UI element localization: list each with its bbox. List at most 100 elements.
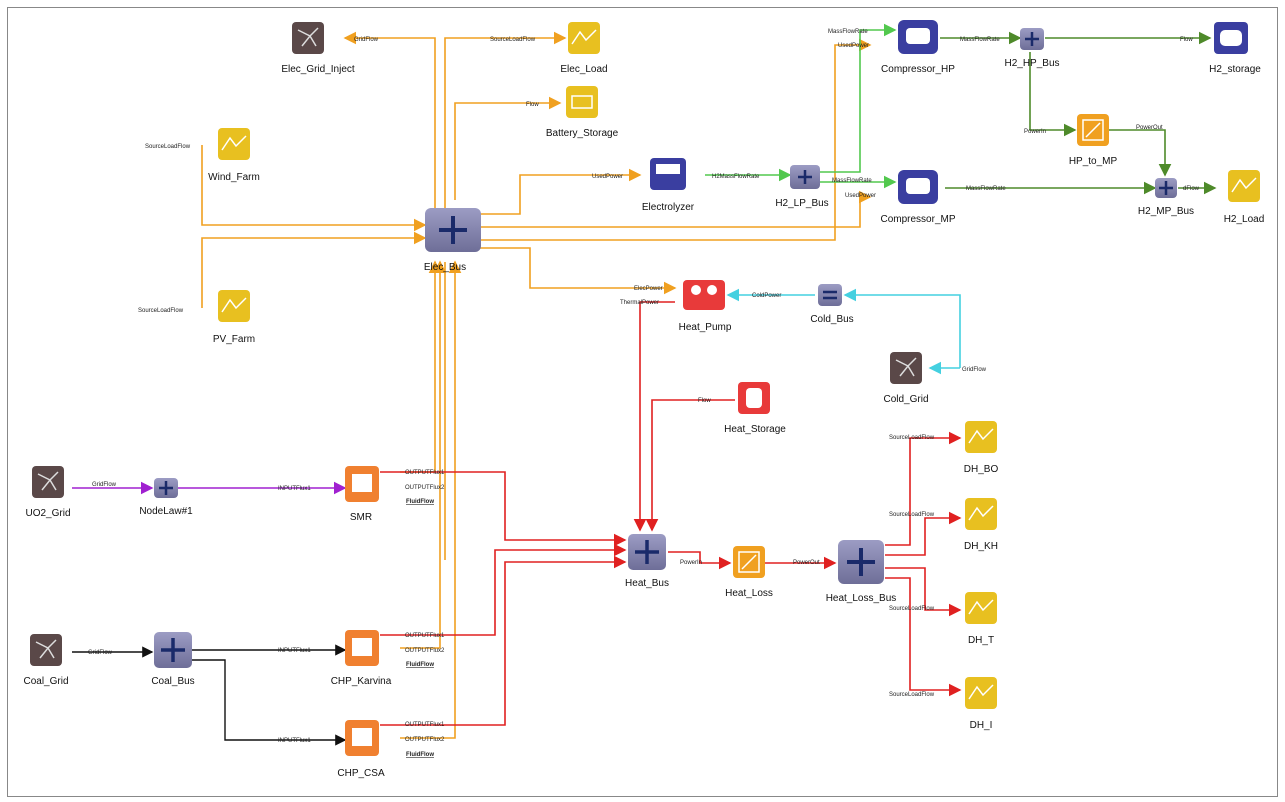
- port-usedpower-2: UsedPower: [838, 43, 869, 49]
- port-flow-2: Flow: [1180, 37, 1193, 43]
- node-label: SMR: [350, 512, 372, 523]
- compressor-hp-node[interactable]: Compressor_HP: [881, 20, 955, 75]
- heat-loss-node[interactable]: Heat_Loss: [725, 546, 773, 599]
- elec-load-node[interactable]: Elec_Load: [560, 22, 608, 75]
- port-fluid-smr: FluidFlow: [406, 499, 434, 505]
- node-label: Cold_Grid: [883, 394, 928, 405]
- uo2-grid-node[interactable]: UO2_Grid: [25, 466, 71, 519]
- node-label: Battery_Storage: [546, 128, 619, 139]
- heat-pump-node[interactable]: Heat_Pump: [679, 280, 732, 333]
- port-gridflow-1: GridFlow: [354, 37, 379, 43]
- elec-bus-node[interactable]: Elec_Bus: [424, 208, 481, 273]
- node-label: Heat_Bus: [625, 578, 669, 589]
- node-label: Compressor_HP: [881, 64, 955, 75]
- heat-bus-node[interactable]: Heat_Bus: [625, 534, 669, 589]
- edge-coalbus-csa[interactable]: [192, 659, 347, 746]
- heat-pump-icon: [683, 280, 725, 310]
- edge-elec-load[interactable]: [444, 31, 567, 230]
- node-label: Coal_Bus: [151, 676, 194, 687]
- wind-farm-node[interactable]: Wind_Farm: [208, 128, 260, 183]
- cold-grid-node[interactable]: Cold_Grid: [883, 352, 929, 405]
- port-sl-dhkh: SourceLoadFlow: [889, 512, 935, 518]
- chp-karvina-node[interactable]: CHP_Karvina: [331, 630, 392, 687]
- heat-storage-node[interactable]: Heat_Storage: [724, 382, 786, 435]
- edge-lossbus-dht[interactable]: [885, 567, 962, 617]
- edge-pv[interactable]: [201, 231, 427, 308]
- h2-hp-bus-node[interactable]: H2_HP_Bus: [1004, 28, 1060, 69]
- port-inputflux-smr: INPUTFlux1: [278, 486, 311, 492]
- h2-load-node[interactable]: H2_Load: [1224, 170, 1265, 225]
- chp-csa-node[interactable]: CHP_CSA: [337, 720, 385, 779]
- port-gridflow-cold: GridFlow: [962, 367, 987, 373]
- elec-grid-inject-node[interactable]: Elec_Grid_Inject: [281, 22, 355, 75]
- node-label: Heat_Loss_Bus: [826, 593, 897, 604]
- node-label: PV_Farm: [213, 334, 255, 345]
- port-thermalpower: ThermalPower: [620, 300, 659, 306]
- node-label: DH_BO: [964, 464, 999, 475]
- pv-farm-node[interactable]: PV_Farm: [213, 290, 255, 345]
- edge-chp-csa-out2[interactable]: [400, 260, 462, 739]
- edge-heatpump-heatbus[interactable]: [633, 301, 675, 532]
- coal-grid-node[interactable]: Coal_Grid: [23, 634, 69, 687]
- nodelaw-node[interactable]: NodeLaw#1: [139, 478, 193, 517]
- dh-bo-node[interactable]: DH_BO: [964, 421, 999, 475]
- coal-connections: [72, 644, 347, 746]
- coal-bus-node[interactable]: Coal_Bus: [151, 632, 195, 687]
- node-label: Elec_Grid_Inject: [281, 64, 355, 75]
- electrolyzer-node[interactable]: Electrolyzer: [642, 158, 695, 213]
- heat-loss-bus-node[interactable]: Heat_Loss_Bus: [826, 540, 897, 604]
- edge-lossbus-dhkh[interactable]: [885, 511, 962, 556]
- hp-to-mp-node[interactable]: HP_to_MP: [1069, 114, 1118, 167]
- dh-i-node[interactable]: DH_I: [965, 677, 997, 731]
- port-h2massflow: H2MassFlowRate: [712, 174, 760, 180]
- edge-lossbus-dhbo[interactable]: [885, 431, 962, 546]
- node-label: Coal_Grid: [23, 676, 68, 687]
- edge-heat-pump[interactable]: [480, 247, 677, 295]
- edge-heatstorage-heatbus[interactable]: [645, 399, 735, 532]
- edge-smr-out2[interactable]: [400, 260, 442, 473]
- cold-bus-node[interactable]: Cold_Bus: [810, 284, 854, 325]
- heat-connections: [380, 301, 962, 726]
- edge-battery[interactable]: [454, 96, 562, 200]
- edge-heatbus-heatloss[interactable]: [668, 551, 732, 570]
- battery-storage-node[interactable]: Battery_Storage: [546, 86, 619, 139]
- port-flow-1: Flow: [526, 102, 539, 108]
- node-label: DH_T: [968, 635, 994, 646]
- port-powerout-1: PowerOut: [1136, 125, 1163, 131]
- edge-electrolyzer[interactable]: [480, 168, 642, 215]
- dh-t-node[interactable]: DH_T: [965, 592, 997, 646]
- edge-lossbus-dhi[interactable]: [885, 577, 962, 697]
- port-fluid-karvina: FluidFlow: [406, 662, 434, 668]
- port-sourceload-2: SourceLoadFlow: [145, 144, 191, 150]
- edge-karvina-heatbus[interactable]: [380, 543, 627, 636]
- edge-h2lp-comp-hp[interactable]: [820, 23, 897, 173]
- edge-chp-karvina-out2[interactable]: [400, 260, 447, 649]
- port-sl-dhbo: SourceLoadFlow: [889, 435, 935, 441]
- battery-icon: [566, 86, 598, 118]
- node-label: HP_to_MP: [1069, 156, 1118, 167]
- h2-lp-bus-node[interactable]: H2_LP_Bus: [775, 165, 829, 209]
- h2-mp-bus-node[interactable]: H2_MP_Bus: [1138, 178, 1194, 217]
- node-label: Heat_Pump: [679, 322, 732, 333]
- port-sl-dhi: SourceLoadFlow: [889, 692, 935, 698]
- edge-comp-hp[interactable]: [480, 38, 872, 241]
- edge-elec-grid-inject[interactable]: [343, 31, 436, 230]
- edge-smr-heatbus[interactable]: [380, 471, 627, 547]
- edge-coldgrid-coldbus[interactable]: [843, 288, 961, 368]
- edge-h2hp-hp-to-mp[interactable]: [1029, 52, 1077, 137]
- port-gridflow-uo2: GridFlow: [92, 482, 117, 488]
- port-out2-csa: OUTPUTFlux2: [405, 737, 445, 743]
- edge-csa-heatbus[interactable]: [380, 555, 627, 726]
- edge-wind[interactable]: [201, 145, 427, 232]
- h2-storage-node[interactable]: H2_storage: [1209, 22, 1261, 75]
- diagram-frame: [7, 7, 1278, 797]
- dh-kh-node[interactable]: DH_KH: [964, 498, 998, 552]
- node-label: DH_KH: [964, 541, 998, 552]
- compressor-mp-node[interactable]: Compressor_MP: [880, 170, 956, 225]
- edge-comp-mp[interactable]: [480, 190, 872, 228]
- port-inputflux-csa: INPUTFlux1: [278, 738, 311, 744]
- node-label: Elec_Bus: [424, 262, 466, 273]
- smr-node[interactable]: SMR: [345, 466, 379, 523]
- node-label: CHP_CSA: [337, 768, 385, 779]
- edge-hp-to-mp-h2mp[interactable]: [1105, 129, 1172, 177]
